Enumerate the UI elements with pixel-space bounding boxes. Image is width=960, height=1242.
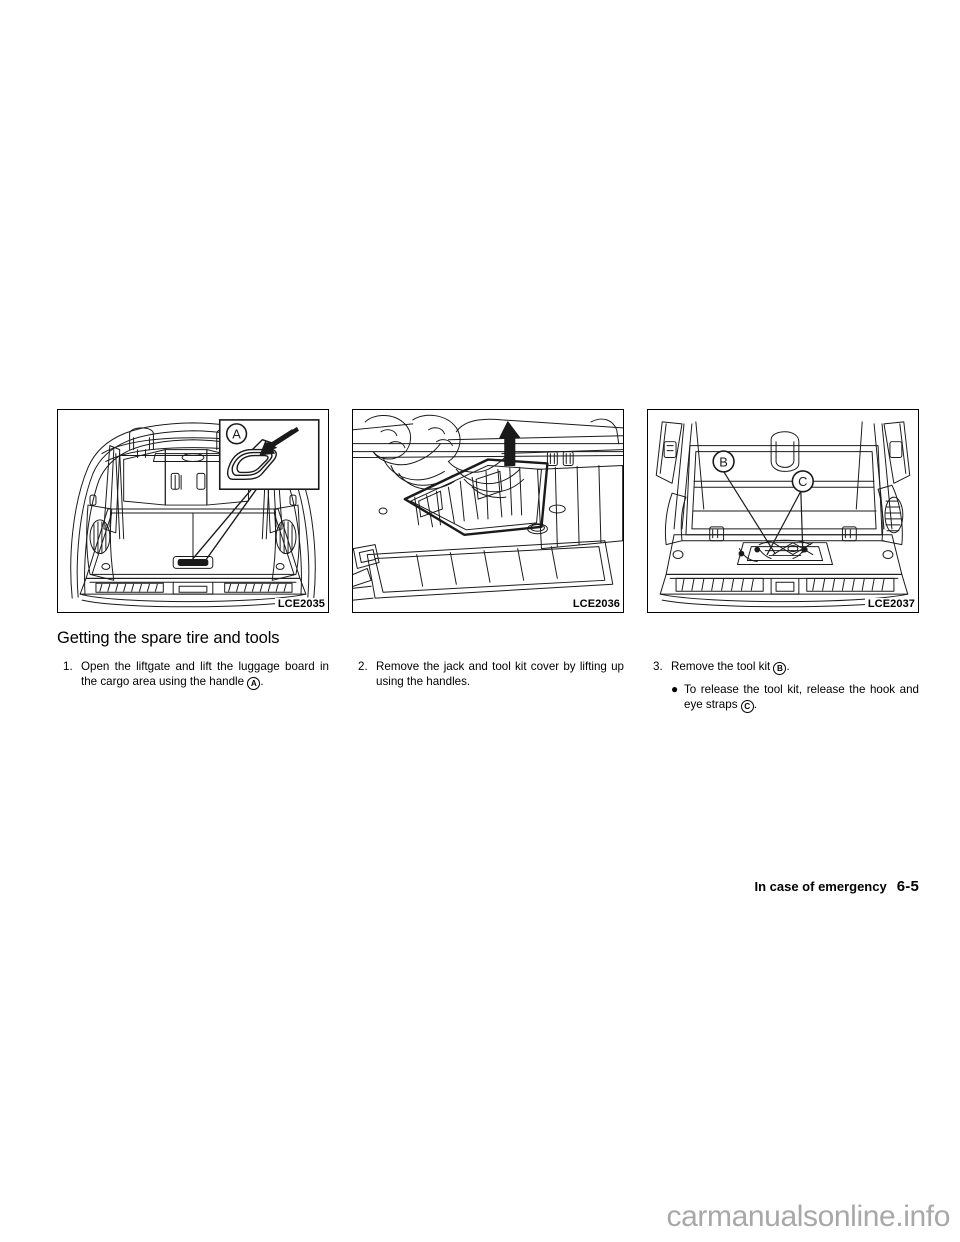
page-footer: In case of emergency 6-5 — [754, 878, 919, 895]
figure-code: LCE2037 — [864, 598, 916, 611]
list-text-before: Remove the tool kit — [671, 660, 774, 673]
figure-tool-kit-straps: B C LCE2037 — [647, 409, 919, 613]
list-marker: 1. — [63, 660, 73, 673]
list-text-before: Open the liftgate and lift the luggage b… — [81, 660, 329, 689]
site-watermark: carmanualsonline.info — [666, 1200, 951, 1233]
illustration-cargo-area: A — [70, 419, 320, 608]
figure-removing-tool-kit-cover: LCE2036 — [352, 409, 624, 613]
callout-label-c: C — [798, 474, 807, 489]
list-item-2: 2. Remove the jack and tool kit cover by… — [352, 659, 624, 689]
bullet-text-before: To release the tool kit, release the hoo… — [684, 683, 919, 712]
text-columns: Getting the spare tire and tools 1. Open… — [57, 628, 919, 714]
figure-code: LCE2036 — [569, 598, 621, 611]
callout-label-b: B — [719, 454, 728, 469]
callout-marker-c: C — [740, 700, 754, 714]
figure-row: A LCE2035 — [57, 409, 919, 613]
bullet-item-1: ● To release the tool kit, release the h… — [647, 682, 919, 714]
bullet-text-after: . — [753, 698, 757, 712]
bullet-dot: ● — [671, 682, 679, 696]
list-text: Open the liftgate and lift the luggage b… — [81, 659, 329, 691]
list-marker: 2. — [358, 660, 368, 673]
list-item-1: 1. Open the liftgate and lift the luggag… — [57, 659, 329, 691]
list-item-3: 3. Remove the tool kit B. — [647, 659, 919, 675]
footer-page-number: 6-5 — [896, 878, 919, 895]
column-3: 3. Remove the tool kit B. ● To release t… — [647, 628, 919, 714]
bullet-text: To release the tool kit, release the hoo… — [684, 682, 919, 714]
callout-label-a: A — [232, 427, 241, 442]
callout-marker-a: A — [247, 677, 261, 691]
inset-detail-handle: A — [218, 419, 320, 491]
illustration-lifting-cover — [353, 414, 623, 601]
illustration-tool-kit-location: B C — [655, 421, 911, 608]
list-text-after: . — [260, 675, 264, 689]
list-marker: 3. — [653, 660, 663, 673]
column-2: 2. Remove the jack and tool kit cover by… — [352, 628, 624, 713]
figure-cargo-area-luggage-board: A LCE2035 — [57, 409, 329, 613]
callout-marker-b: B — [773, 662, 787, 675]
footer-section-title: In case of emergency — [754, 879, 887, 894]
column-2-title-spacer — [352, 628, 624, 659]
figure-code: LCE2035 — [274, 598, 326, 611]
list-text: Remove the jack and tool kit cover by li… — [376, 660, 624, 689]
list-text-after: . — [786, 660, 790, 673]
section-heading: Getting the spare tire and tools — [57, 629, 280, 647]
list-text: Remove the tool kit B. — [671, 659, 919, 675]
column-3-title-spacer — [647, 628, 919, 659]
column-1: Getting the spare tire and tools 1. Open… — [57, 628, 329, 713]
